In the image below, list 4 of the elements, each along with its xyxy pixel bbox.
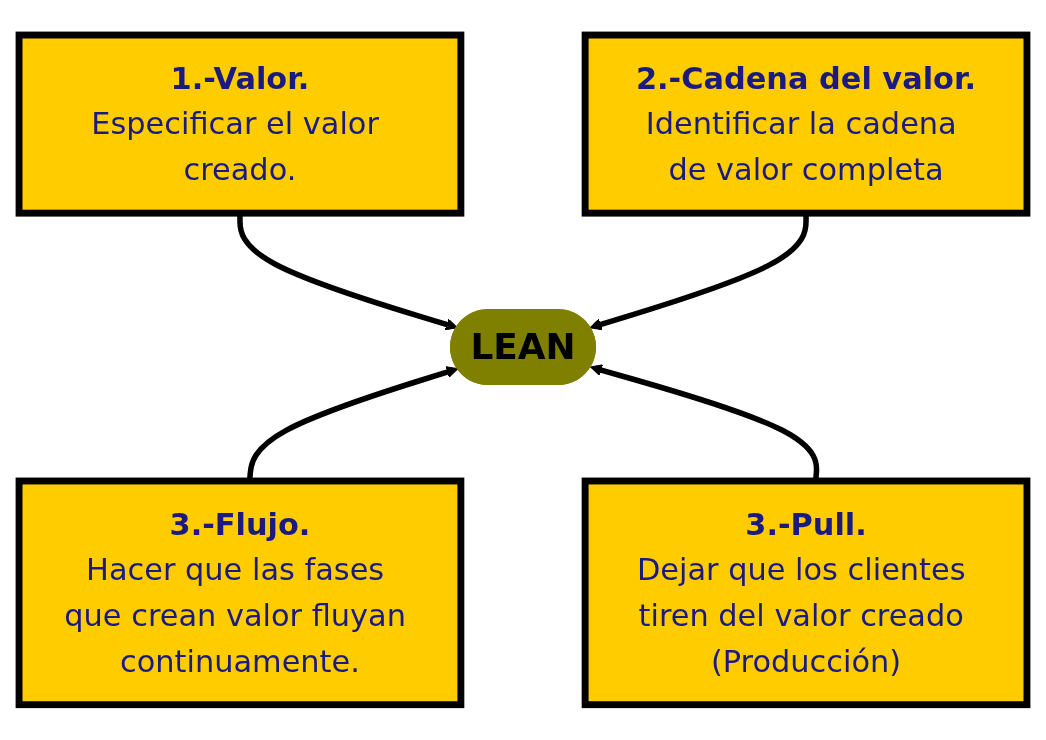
node-box: 1.-Valor. Especificar el valor creado. <box>15 31 465 217</box>
node-box: 3.-Flujo. Hacer que las fases que crean valor fluyan continuamente. <box>15 477 465 709</box>
node-box: 3.-Pull. Dejar que los clientes tiren del valor creado (Producción) <box>581 477 1031 709</box>
node-box: 2.-Cadena del valor. Identificar la cadena de valor completa <box>581 31 1031 217</box>
